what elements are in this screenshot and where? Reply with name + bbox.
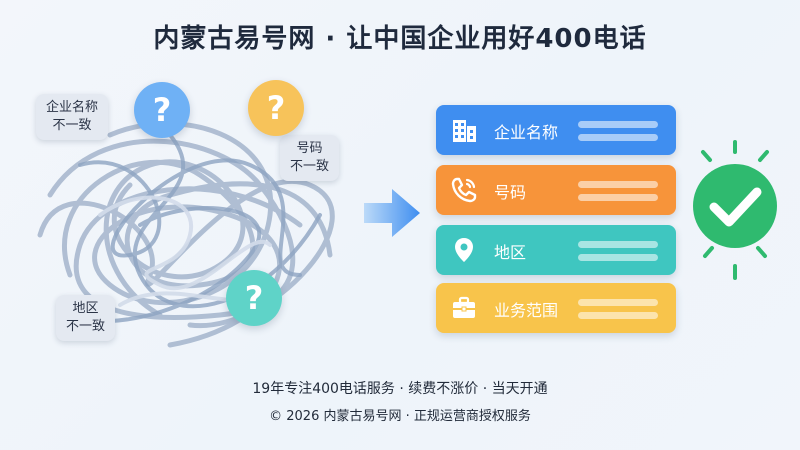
placeholder-line xyxy=(578,312,658,319)
info-card-region: 地区 xyxy=(436,225,676,275)
tag-line: 号码 xyxy=(296,141,323,156)
placeholder-line xyxy=(578,121,658,128)
card-label: 地区 xyxy=(494,243,527,262)
placeholder-line xyxy=(578,299,658,306)
tangled-lines-illustration xyxy=(37,121,335,348)
card-label: 号码 xyxy=(494,183,527,202)
tag-line: 不一致 xyxy=(66,319,106,334)
placeholder-line xyxy=(578,254,658,261)
tag-number-mismatch: 号码 不一致 xyxy=(280,135,340,181)
placeholder-line xyxy=(578,194,658,201)
tag-line: 企业名称 xyxy=(46,100,99,115)
tag-line: 不一致 xyxy=(52,118,92,133)
card-label: 企业名称 xyxy=(494,123,559,142)
briefcase-icon xyxy=(453,296,475,318)
question-mark-icon: ? xyxy=(134,82,190,138)
tag-company-name-mismatch: 企业名称 不一致 xyxy=(36,94,109,140)
card-label: 业务范围 xyxy=(494,301,559,320)
location-pin-icon xyxy=(455,238,473,262)
tag-region-mismatch: 地区 不一致 xyxy=(56,295,116,341)
phone-icon xyxy=(451,177,477,203)
question-mark-icon: ? xyxy=(226,270,282,326)
placeholder-line xyxy=(578,181,658,188)
question-mark-icon: ? xyxy=(248,80,304,136)
building-icon xyxy=(453,120,476,142)
info-card-number: 号码 xyxy=(436,165,676,215)
info-card-company-name: 企业名称 xyxy=(436,105,676,155)
tag-line: 不一致 xyxy=(290,159,330,174)
placeholder-line xyxy=(578,134,658,141)
placeholder-line xyxy=(578,241,658,248)
page-title: 内蒙古易号网 · 让中国企业用好400电话 xyxy=(153,24,647,54)
info-card-business-scope: 业务范围 xyxy=(436,283,676,333)
footer-copyright: © 2026 内蒙古易号网 · 正规运营商授权服务 xyxy=(269,409,531,424)
tag-line: 地区 xyxy=(72,301,99,316)
checkmark-icon xyxy=(693,140,777,280)
arrow-right-icon xyxy=(364,189,420,237)
footer-tagline: 19年专注400电话服务 · 续费不涨价 · 当天开通 xyxy=(252,381,548,397)
